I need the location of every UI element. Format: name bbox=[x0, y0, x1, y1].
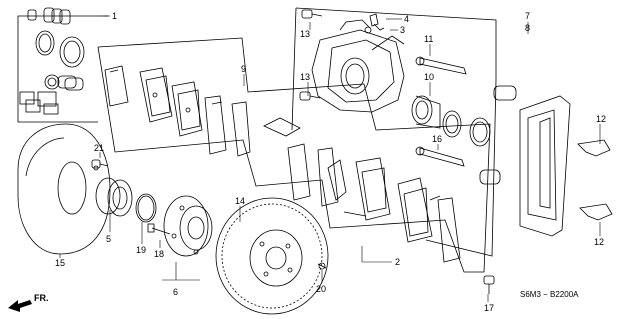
callout-2: 2 bbox=[395, 257, 400, 267]
piston-and-seals bbox=[411, 95, 491, 147]
callout-6: 6 bbox=[173, 287, 178, 297]
front-label: FR. bbox=[34, 293, 49, 303]
callout-17: 17 bbox=[484, 303, 494, 313]
caliper-bracket bbox=[519, 95, 571, 237]
callout-8: 8 bbox=[525, 23, 530, 33]
callout-13-upper: 13 bbox=[300, 29, 310, 39]
upper-pads bbox=[104, 65, 301, 157]
callout-13-lower: 13 bbox=[300, 72, 310, 82]
wheel-hub bbox=[163, 195, 213, 257]
caliper-body bbox=[311, 19, 405, 113]
callout-19: 19 bbox=[136, 245, 146, 255]
pad-set-frame bbox=[97, 37, 491, 273]
callout-12-lower: 12 bbox=[594, 237, 604, 247]
caliper-frame bbox=[291, 7, 497, 257]
snap-ring bbox=[135, 193, 157, 223]
diagram-code: S6M3 − B2200A bbox=[520, 290, 579, 299]
callout-10: 10 bbox=[424, 72, 434, 82]
callout-16: 16 bbox=[432, 134, 442, 144]
bleeder-screw bbox=[364, 13, 385, 34]
disc-screw bbox=[317, 262, 327, 270]
callout-14: 14 bbox=[235, 196, 245, 206]
pad-clips bbox=[577, 139, 613, 221]
callout-9: 9 bbox=[241, 64, 246, 74]
seal-kit-group bbox=[17, 7, 108, 123]
brake-disc bbox=[215, 197, 329, 315]
hub-bearing bbox=[95, 177, 133, 217]
pin-boots bbox=[479, 85, 517, 185]
callout-5: 5 bbox=[106, 234, 111, 244]
callout-18: 18 bbox=[154, 249, 164, 259]
guide-pin-lower bbox=[415, 146, 465, 167]
callout-7: 7 bbox=[525, 11, 530, 21]
callout-4: 4 bbox=[404, 14, 409, 24]
shield-bolt bbox=[91, 159, 109, 169]
leader-lines bbox=[59, 15, 601, 302]
callout-20: 20 bbox=[316, 284, 326, 294]
guide-pin-upper bbox=[415, 56, 467, 75]
caliper-bolts bbox=[299, 9, 323, 101]
callout-15: 15 bbox=[55, 258, 65, 268]
callout-3: 3 bbox=[400, 25, 405, 35]
callout-1: 1 bbox=[112, 11, 117, 21]
callout-numbers: 1 2 3 4 5 6 7 8 9 10 11 12 12 13 13 14 1… bbox=[55, 11, 606, 313]
hub-bolt bbox=[147, 223, 171, 235]
bracket-bolt bbox=[483, 275, 495, 294]
callout-11: 11 bbox=[424, 34, 433, 44]
callout-12-upper: 12 bbox=[596, 114, 606, 124]
front-direction-arrow: FR. bbox=[8, 293, 49, 312]
splash-shield bbox=[17, 123, 111, 255]
callout-21: 21 bbox=[94, 143, 104, 153]
lower-pads bbox=[287, 143, 461, 263]
